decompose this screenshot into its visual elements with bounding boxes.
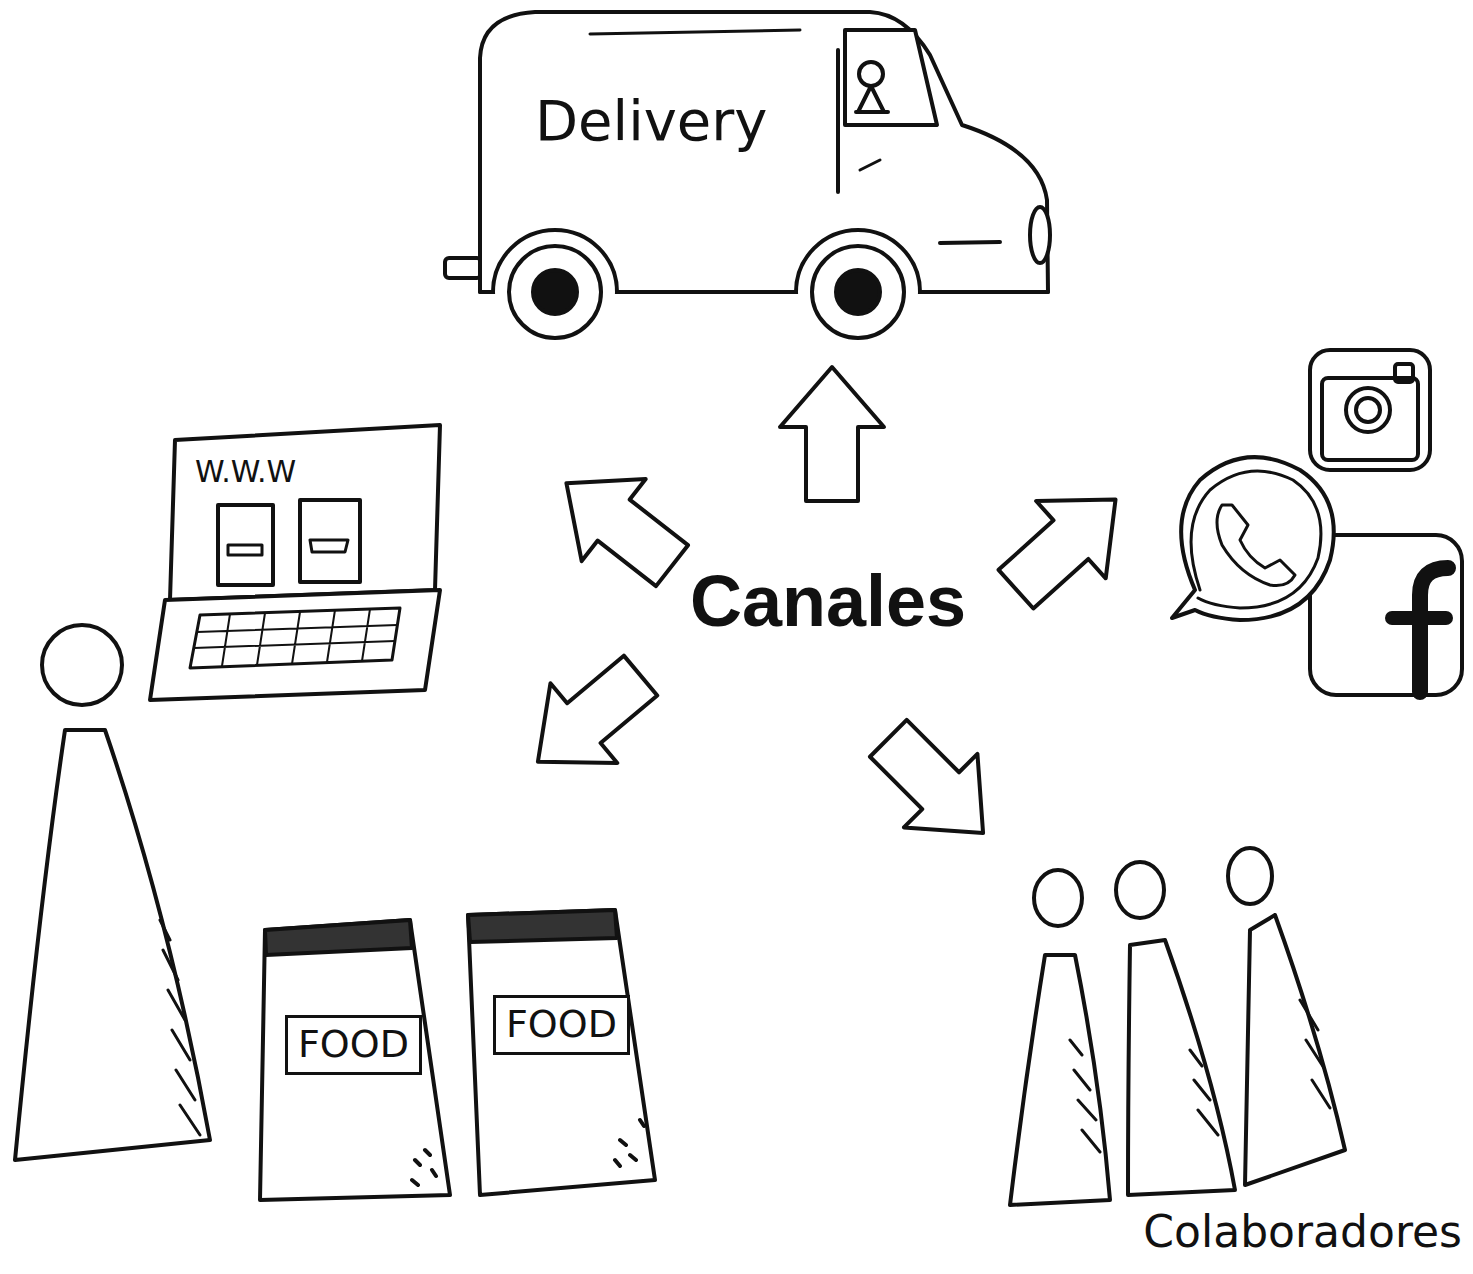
- van-shape: Delivery: [480, 12, 1048, 292]
- node-text: W.W.W: [195, 455, 296, 488]
- person-figure: [15, 625, 210, 1160]
- group-label: Colaboradores: [1143, 1208, 1462, 1256]
- people-group: [1010, 848, 1345, 1205]
- laptop-screen: W.W.W: [150, 425, 440, 700]
- laptop-drawing: [150, 425, 440, 700]
- van-drawing: [445, 12, 1050, 364]
- food-bags: [260, 910, 655, 1200]
- node-text: Delivery: [535, 90, 767, 152]
- block-arrows: [504, 367, 1150, 870]
- node-text: FOOD: [285, 1015, 422, 1075]
- food-bag: FOOD: [260, 920, 450, 1200]
- center-title: Canales: [690, 562, 966, 641]
- social-icons: [1172, 350, 1462, 695]
- food-bag: FOOD: [468, 910, 655, 1195]
- node-text: FOOD: [493, 995, 630, 1055]
